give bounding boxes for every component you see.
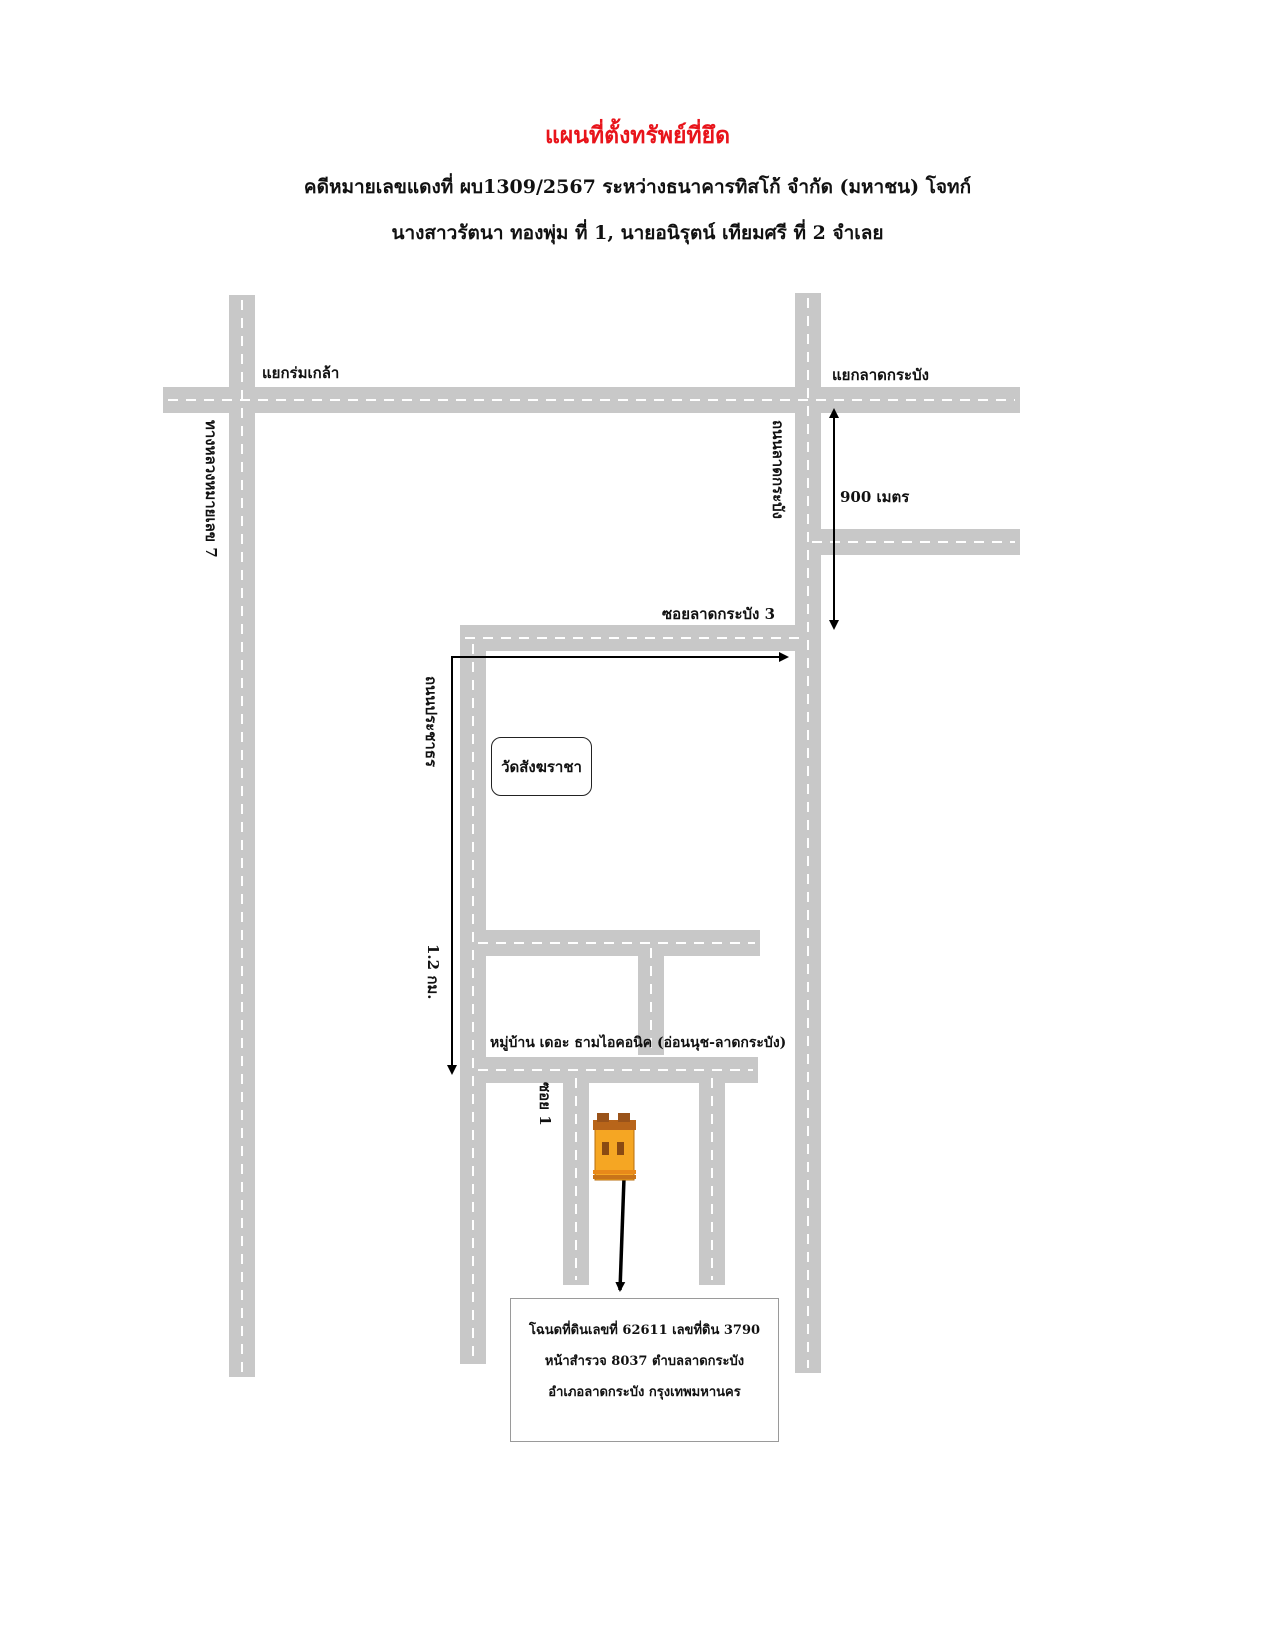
temple-wat-sangkharacha: วัดสังฆราชา	[491, 737, 592, 796]
deed-info-box: โฉนดที่ดินเลขที่ 62611 เลขที่ดิน 3790 หน…	[510, 1298, 779, 1442]
label-soi-latkrabang-3: ซอยลาดกระบัง 3	[662, 605, 776, 623]
route-arrow-to-soi	[451, 652, 789, 662]
label-soi-1: ซอย 1	[536, 1082, 554, 1126]
deed-line-3: อำเภอลาดกระบัง กรุงเทพมหานคร	[548, 1385, 741, 1400]
label-village: หมู่บ้าน เดอะ ธามไอคอนิค (อ่อนนุช-ลาดกระ…	[490, 1035, 787, 1051]
house-icon	[593, 1113, 636, 1181]
case-line-1: คดีหมายเลขแดงที่ ผบ1309/2567 ระหว่างธนาค…	[303, 176, 972, 198]
label-distance-1-2km: 1.2 กม.	[424, 944, 442, 1000]
label-junction-rommklao: แยกร่มเกล้า	[262, 364, 340, 382]
label-distance-900m: 900 เมตร	[840, 488, 910, 506]
road-branch-east	[808, 529, 1020, 555]
road-prachathon	[460, 638, 486, 1364]
deed-line-2: หน้าสำรวจ 8037 ตำบลลาดกระบัง	[544, 1354, 745, 1369]
map-title: แผนที่ตั้งทรัพย์ที่ยึด	[544, 122, 731, 149]
road-branch-stub	[638, 943, 664, 1055]
label-road-latkrabang: ถนนลาดกระบัง	[769, 420, 787, 519]
road-highway-7	[229, 295, 255, 1377]
road-latkrabang	[795, 293, 821, 1373]
label-junction-latkrabang: แยกลาดกระบัง	[832, 366, 929, 384]
label-highway-7: ทางหลวงหมายเลข 7	[202, 420, 220, 558]
case-line-2: นางสาวรัตนา ทองพุ่ม ที่ 1, นายอนิรุตน์ เ…	[391, 222, 884, 244]
deed-line-1: โฉนดที่ดินเลขที่ 62611 เลขที่ดิน 3790	[528, 1323, 761, 1338]
label-road-prachathon: ถนนประชาธร	[422, 676, 440, 768]
pointer-arrow-to-deed	[615, 1177, 626, 1292]
